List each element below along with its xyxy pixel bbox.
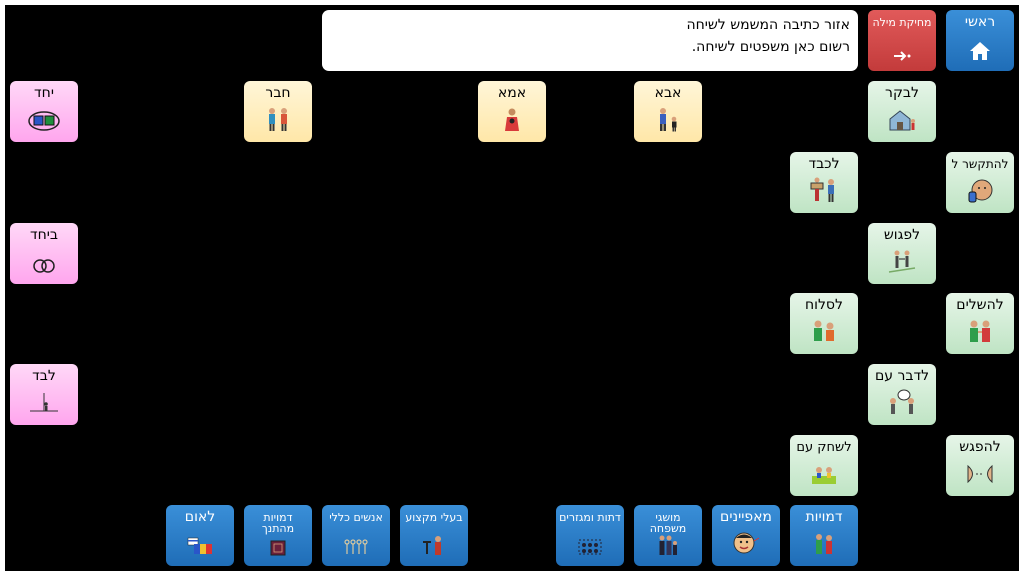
mother-icon xyxy=(501,106,523,136)
tile-alone[interactable]: לבד xyxy=(10,364,78,425)
tile-connect-label: להתקשר ל xyxy=(951,157,1009,171)
tile-alone-label: לבד xyxy=(32,368,56,384)
people-group-icon xyxy=(343,538,369,560)
tile-father-label: אבא xyxy=(654,85,682,101)
category-tanakh-figures[interactable]: דמויות מהתנך xyxy=(244,505,312,566)
tile-together-2-label: ביחד xyxy=(29,227,58,243)
board-canvas: ראשי מחיקת מילה אזור כתיבה המשמש לשיחה ר… xyxy=(5,5,1019,571)
tile-friend-label: חבר xyxy=(265,85,291,101)
religions-icon xyxy=(578,538,602,560)
tile-together-label: יחד xyxy=(34,85,54,101)
category-figures[interactable]: דמויות xyxy=(790,505,858,566)
tile-meet-label: לפגוש xyxy=(883,227,921,243)
tile-be-met-label: להפגש xyxy=(959,439,1001,455)
book-icon xyxy=(270,540,286,560)
tile-friend[interactable]: חבר xyxy=(244,81,312,142)
tile-connect[interactable]: להתקשר ל xyxy=(946,152,1014,213)
category-characteristics-label: מאפיינים xyxy=(720,509,772,525)
category-nation-label: לאום xyxy=(184,509,216,525)
tile-forgive-label: לסלוח xyxy=(805,297,843,313)
home-label: ראשי xyxy=(964,14,996,30)
meet-icon xyxy=(887,248,917,278)
category-general-people-label: אנשים כללי xyxy=(329,511,383,524)
tile-meet[interactable]: לפגוש xyxy=(868,223,936,284)
honor-icon xyxy=(809,177,839,207)
arrow-left-icon xyxy=(892,46,912,65)
tile-forgive[interactable]: לסלוח xyxy=(790,293,858,354)
tile-together-2[interactable]: ביחד xyxy=(10,223,78,284)
tile-reconcile[interactable]: להשלים xyxy=(946,293,1014,354)
tile-honor[interactable]: לכבד xyxy=(790,152,858,213)
conversation-textarea[interactable]: אזור כתיבה המשמש לשיחה רשום כאן משפטים ל… xyxy=(322,10,858,71)
delete-word-button[interactable]: מחיקת מילה xyxy=(868,10,936,71)
flags-icon xyxy=(187,536,213,560)
friends-icon xyxy=(264,106,292,136)
category-figures-label: דמויות xyxy=(805,509,843,525)
category-religions-label: דתות ומגזרים xyxy=(559,511,621,524)
category-general-people[interactable]: אנשים כללי xyxy=(322,505,390,566)
phone-call-icon xyxy=(966,177,994,207)
house-visit-icon xyxy=(887,108,917,136)
tile-mother[interactable]: אמא xyxy=(478,81,546,142)
category-professionals-label: בעלי מקצוע xyxy=(405,511,463,524)
category-family-terms-label: מושגי משפחה xyxy=(649,511,687,535)
category-family-terms[interactable]: מושגי משפחה xyxy=(634,505,702,566)
textarea-line-1: אזור כתיבה המשמש לשיחה xyxy=(686,17,850,33)
category-professionals[interactable]: בעלי מקצוע xyxy=(400,505,468,566)
category-religions[interactable]: דתות ומגזרים xyxy=(556,505,624,566)
talk-icon xyxy=(887,389,917,419)
tile-talk-with-label: לדבר עם xyxy=(874,368,930,384)
faces-meet-icon xyxy=(965,462,995,490)
figures-icon xyxy=(811,532,837,560)
category-tanakh-figures-label: דמויות מהתנך xyxy=(261,511,295,535)
family-icon xyxy=(656,534,680,560)
tile-play-with-label: לשחק עם xyxy=(796,440,852,455)
face-icon xyxy=(732,530,760,560)
tile-together[interactable]: יחד xyxy=(10,81,78,142)
tile-honor-label: לכבד xyxy=(808,156,840,172)
tile-father[interactable]: אבא xyxy=(634,81,702,142)
together-icon xyxy=(28,110,60,136)
play-icon xyxy=(808,464,840,490)
tile-play-with[interactable]: לשחק עם xyxy=(790,435,858,496)
delete-word-label: מחיקת מילה xyxy=(872,16,932,29)
forgive-icon xyxy=(809,318,839,348)
tile-visit[interactable]: לבקר xyxy=(868,81,936,142)
reconcile-icon xyxy=(966,318,994,348)
tile-mother-label: אמא xyxy=(497,85,527,101)
rings-icon xyxy=(31,258,57,278)
home-button[interactable]: ראשי xyxy=(946,10,1014,71)
father-child-icon xyxy=(653,106,683,136)
tile-visit-label: לבקר xyxy=(885,85,919,101)
alone-icon xyxy=(28,391,60,419)
tile-reconcile-label: להשלים xyxy=(956,297,1004,313)
category-nation[interactable]: לאום xyxy=(166,505,234,566)
house-icon xyxy=(969,41,991,65)
tile-talk-with[interactable]: לדבר עם xyxy=(868,364,936,425)
tools-worker-icon xyxy=(421,534,447,560)
textarea-line-2: רשום כאן משפטים לשיחה. xyxy=(691,39,850,55)
tile-be-met[interactable]: להפגש xyxy=(946,435,1014,496)
category-characteristics[interactable]: מאפיינים xyxy=(712,505,780,566)
